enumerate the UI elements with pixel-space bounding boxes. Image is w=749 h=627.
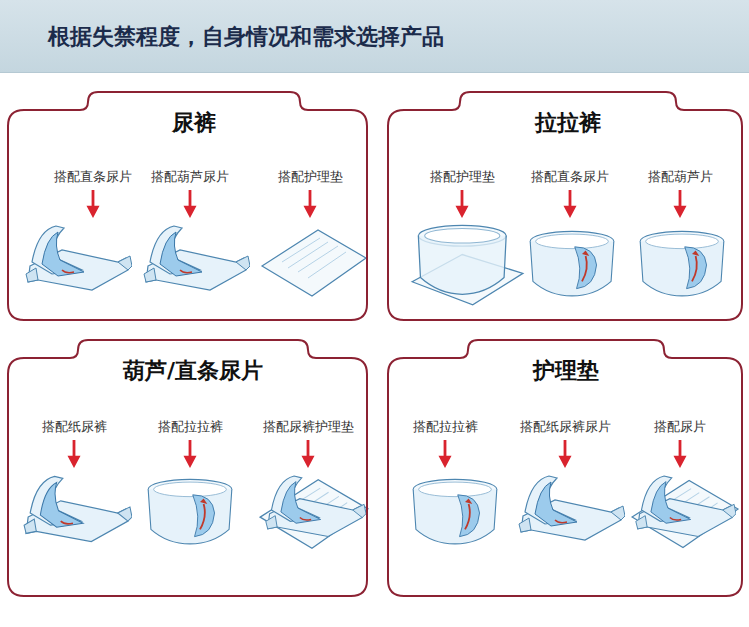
pairing-label: 搭配直条尿片 [510, 168, 630, 186]
pairing-label: 搭配纸尿裤尿片 [505, 418, 625, 436]
pairing-label: 搭配拉拉裤 [385, 418, 505, 436]
panel-border [388, 340, 742, 596]
panel-heading: 护理垫 [468, 356, 664, 386]
panel-border [388, 92, 742, 320]
pairing-label: 搭配尿裤护理垫 [248, 418, 368, 436]
product-panel: 葫芦/直条尿片搭配纸尿裤搭配拉拉裤搭配尿裤护理垫 [8, 340, 367, 596]
panel-heading: 拉拉裤 [460, 108, 676, 138]
panel-heading: 葫芦/直条尿片 [78, 356, 308, 386]
panel-border [8, 340, 367, 596]
pairing-label: 搭配护理垫 [250, 168, 370, 186]
product-panel: 尿裤搭配直条尿片搭配葫芦尿片搭配护理垫 [8, 92, 367, 320]
product-panel: 护理垫搭配拉拉裤搭配纸尿裤尿片搭配尿片 [388, 340, 742, 596]
pairing-label: 搭配纸尿裤 [14, 418, 134, 436]
title: 根据失禁程度，自身情况和需求选择产品 [48, 22, 444, 52]
pairing-label: 搭配护理垫 [402, 168, 522, 186]
panel-border [8, 92, 367, 320]
product-panel: 拉拉裤搭配护理垫搭配直条尿片搭配葫芦片 [388, 92, 742, 320]
pairing-label: 搭配葫芦片 [620, 168, 740, 186]
pairing-label: 搭配直条尿片 [33, 168, 153, 186]
pairing-label: 搭配尿片 [620, 418, 740, 436]
pairing-label: 搭配拉拉裤 [130, 418, 250, 436]
panel-heading: 尿裤 [88, 108, 300, 138]
pairing-label: 搭配葫芦尿片 [130, 168, 250, 186]
